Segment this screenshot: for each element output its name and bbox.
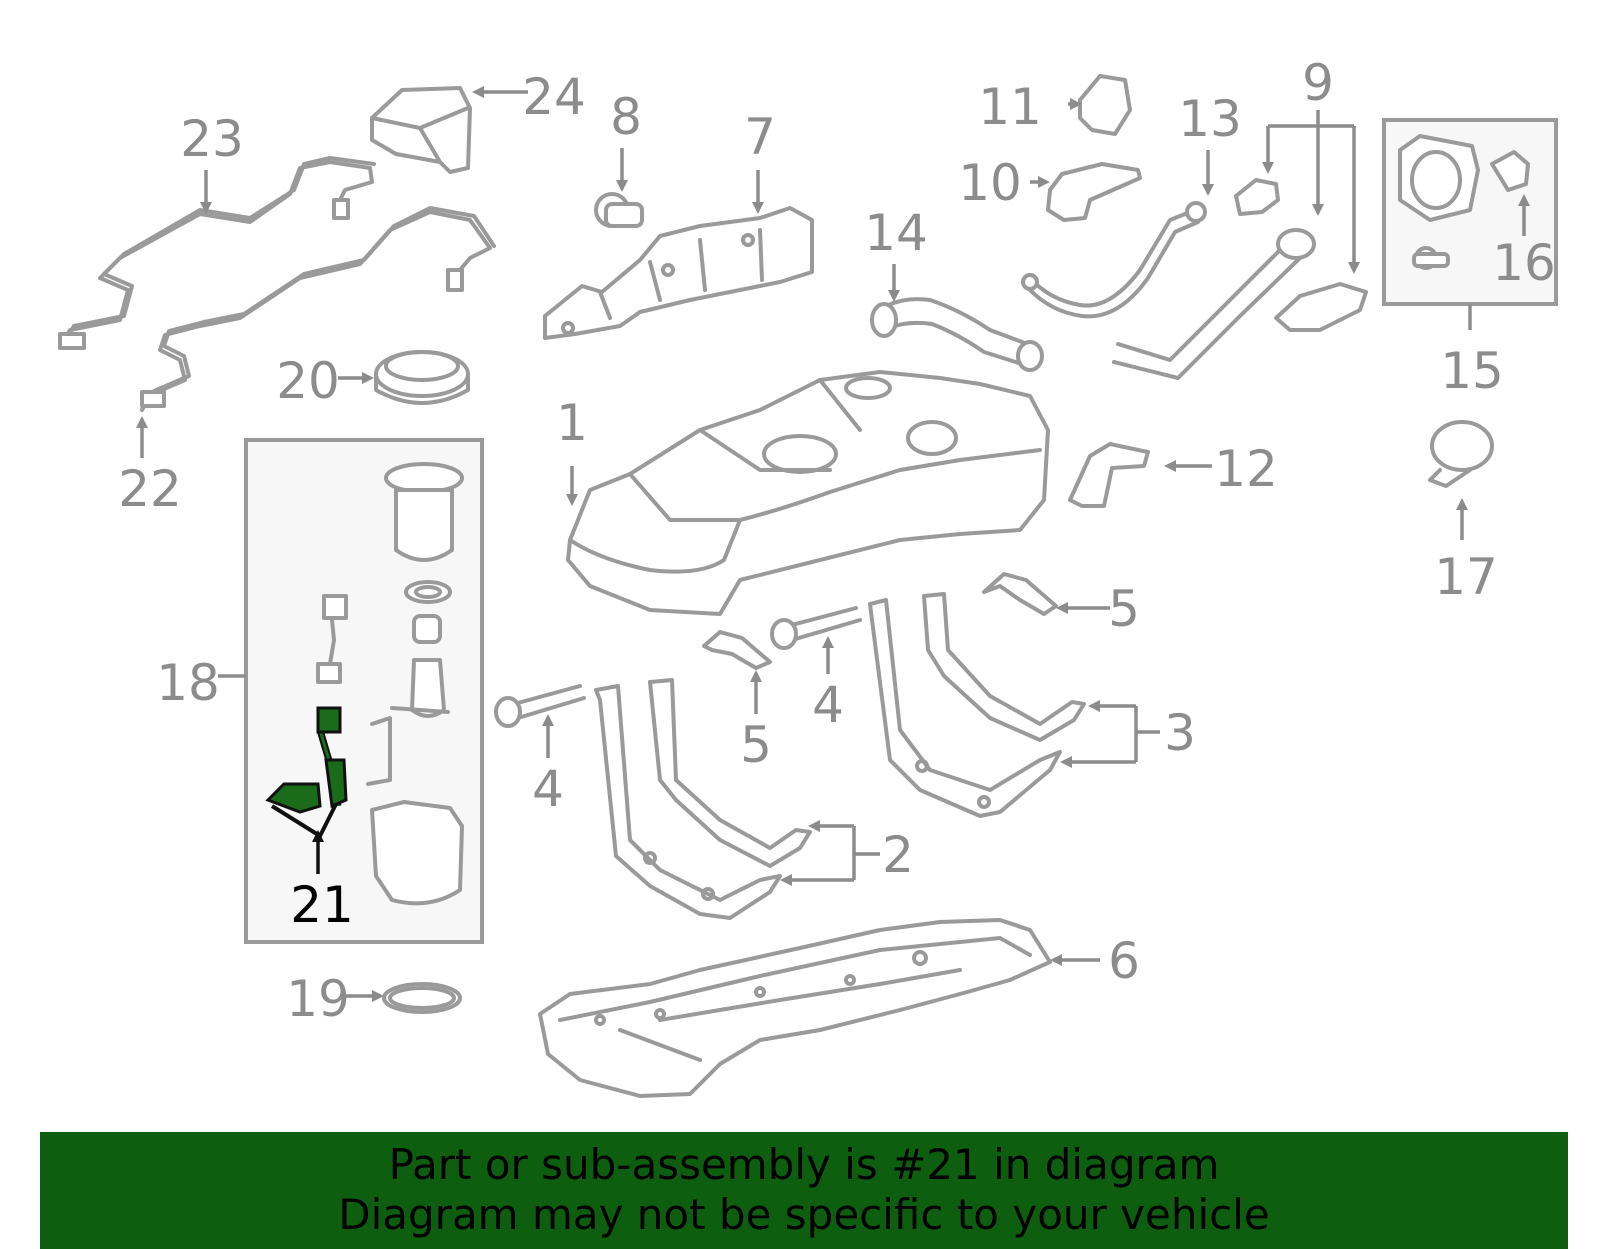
callout-14: 14 xyxy=(864,204,928,262)
callout-4-lower: 4 xyxy=(532,760,564,818)
part-6-skid-plate xyxy=(538,918,1052,1098)
part-1-fuel-tank xyxy=(566,370,1050,616)
callout-5-lower: 5 xyxy=(740,716,772,774)
callout-17: 17 xyxy=(1434,548,1498,606)
callout-9: 9 xyxy=(1302,54,1334,112)
callout-20: 20 xyxy=(276,352,340,410)
part-19-gasket xyxy=(382,982,462,1014)
part-14-hose xyxy=(870,297,1044,372)
part-20-lock-ring xyxy=(374,350,470,405)
callout-3: 3 xyxy=(1164,704,1196,762)
callout-18: 18 xyxy=(156,654,220,712)
callout-12: 12 xyxy=(1214,440,1278,498)
part-5-pad-lower xyxy=(702,630,772,670)
part-3-straps xyxy=(868,592,1086,818)
callout-4-upper: 4 xyxy=(812,676,844,734)
callout-19: 19 xyxy=(286,970,350,1028)
part-11-bracket xyxy=(1078,74,1132,136)
part-10-clamp xyxy=(1046,162,1142,222)
part-4-bolt-upper xyxy=(770,606,862,650)
part-22-harness xyxy=(140,206,496,412)
callout-5-upper: 5 xyxy=(1108,580,1140,638)
leader-lines xyxy=(136,86,1530,1002)
callout-24: 24 xyxy=(522,68,586,126)
callout-8: 8 xyxy=(610,88,642,146)
callout-10: 10 xyxy=(958,154,1022,212)
part-8-clip xyxy=(594,192,644,228)
part-2-straps xyxy=(594,678,812,920)
banner-line-1: Part or sub-assembly is #21 in diagram xyxy=(388,1140,1220,1189)
callout-21-highlighted: 21 xyxy=(290,876,354,934)
part-23-harness xyxy=(58,156,376,350)
callout-6: 6 xyxy=(1108,932,1140,990)
part-7-protector xyxy=(543,206,814,340)
callout-23: 23 xyxy=(180,110,244,168)
callout-7: 7 xyxy=(744,108,776,166)
part-5-pad-upper xyxy=(982,572,1058,616)
callout-13: 13 xyxy=(1178,90,1242,148)
callout-1: 1 xyxy=(556,394,588,452)
part-12-bracket xyxy=(1068,442,1150,508)
part-15-filler-housing xyxy=(1398,134,1480,270)
part-4-bolt-lower xyxy=(494,684,586,728)
part-13-vent-tube xyxy=(1021,201,1207,319)
callout-11: 11 xyxy=(978,78,1042,136)
banner-line-2: Diagram may not be specific to your vehi… xyxy=(338,1190,1270,1239)
part-24-cover xyxy=(370,86,472,174)
callout-2: 2 xyxy=(882,826,914,884)
part-9-filler-pipe xyxy=(1112,178,1368,380)
callout-16: 16 xyxy=(1492,234,1556,292)
callout-22: 22 xyxy=(118,460,182,518)
part-16-spring xyxy=(1490,150,1530,192)
callout-15: 15 xyxy=(1440,342,1504,400)
info-banner: Part or sub-assembly is #21 in diagram D… xyxy=(40,1132,1568,1249)
part-17-fuel-cap xyxy=(1428,420,1494,488)
part-18-pump-assembly xyxy=(316,462,464,906)
